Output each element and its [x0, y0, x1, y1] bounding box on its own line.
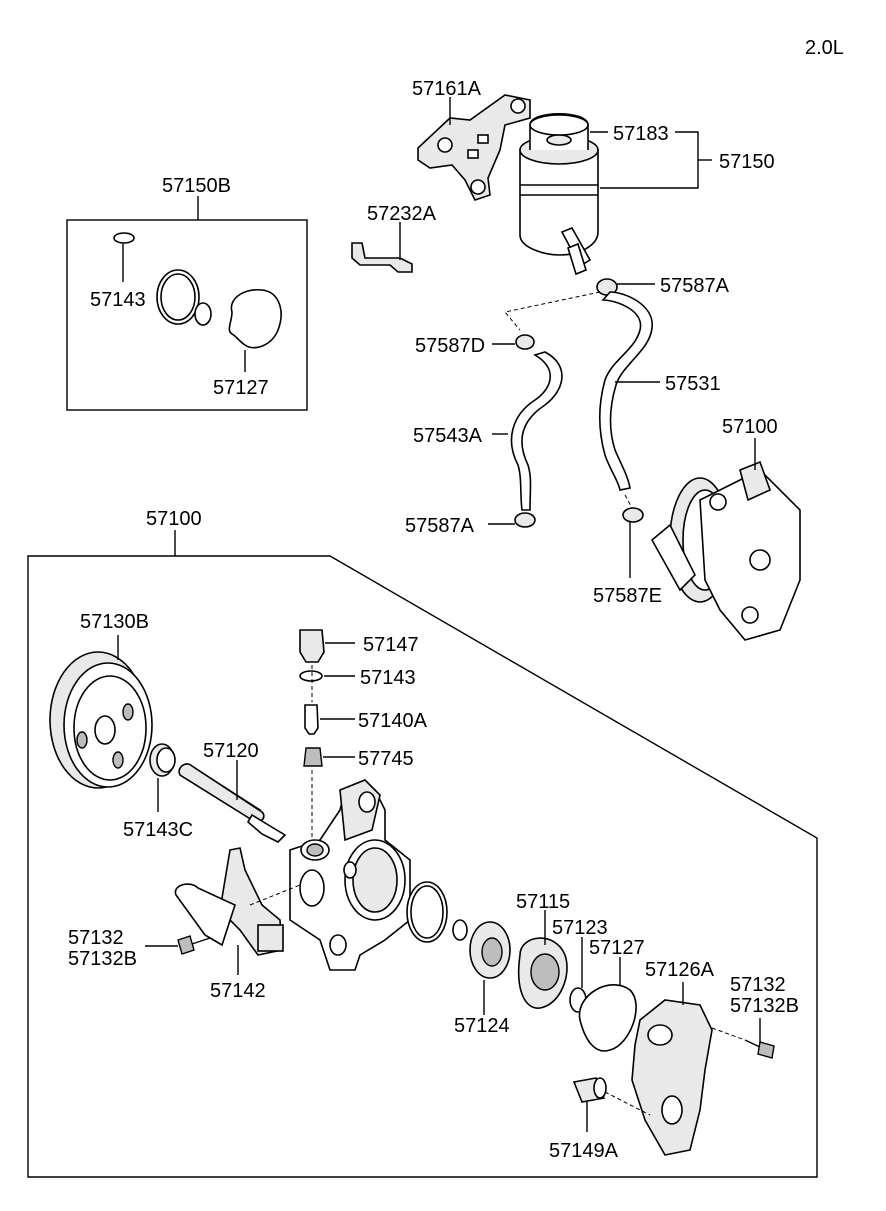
- pump-internals: [406, 881, 637, 1052]
- reservoir-tank: [519, 149, 599, 256]
- hose-assembly: [488, 278, 660, 578]
- label-57100-main: 57100: [146, 508, 202, 530]
- seal-kit-box: [66, 219, 308, 411]
- gasket: [228, 288, 282, 349]
- label-57147: 57147: [363, 634, 419, 656]
- valve-stack: [299, 629, 355, 840]
- bolt-right: [711, 1018, 775, 1059]
- o-ring-small-main: [452, 919, 468, 941]
- label-57232A: 57232A: [367, 203, 437, 225]
- label-57124: 57124: [454, 1015, 510, 1037]
- o-ring-medium: [194, 302, 212, 326]
- label-57150: 57150: [719, 151, 775, 173]
- pressure-hose: [599, 291, 653, 491]
- bushing-57149A: [572, 1077, 651, 1132]
- seal-57143C: [149, 743, 176, 812]
- label-57587D: 57587D: [415, 335, 485, 357]
- label-57143-main: 57143: [360, 667, 416, 689]
- inlet-bracket-57142: [174, 847, 301, 975]
- pump-assembly-small: [650, 438, 801, 641]
- pump-inlet-small: [650, 523, 696, 592]
- label-57745: 57745: [358, 748, 414, 770]
- label-57587E: 57587E: [593, 585, 662, 607]
- return-hose: [510, 351, 563, 511]
- pulley-57130B: [49, 635, 153, 789]
- label-57115: 57115: [516, 891, 570, 913]
- label-57130B: 57130B: [80, 611, 149, 633]
- pump-body-main: [289, 779, 411, 971]
- label-57132B-left: 57132B: [68, 948, 137, 970]
- label-57531: 57531: [665, 373, 721, 395]
- label-57140A: 57140A: [358, 710, 428, 732]
- clamp-57587D: [515, 334, 535, 350]
- reservoir-assembly: [417, 94, 712, 276]
- label-57123: 57123: [552, 917, 608, 939]
- bracket-57232A: [351, 222, 413, 273]
- label-57149A: 57149A: [549, 1140, 619, 1162]
- label-57143C: 57143C: [123, 819, 193, 841]
- label-57587A: 57587A: [660, 275, 730, 297]
- label-57127-main: 57127: [589, 937, 645, 959]
- pump-body-small: [699, 469, 801, 641]
- label-57161A: 57161A: [412, 78, 482, 100]
- label-57183: 57183: [613, 123, 669, 145]
- label-57126A: 57126A: [645, 959, 715, 981]
- label-57543A: 57543A: [413, 425, 483, 447]
- label-57127-kit: 57127: [213, 377, 269, 399]
- exploded-view-boundary: [27, 555, 818, 1178]
- hose-bracket: [351, 242, 413, 273]
- bolt-left: [145, 935, 211, 955]
- part-labels: 57161A 57183 57150 57150B 57232A 57143 5…: [68, 78, 799, 1162]
- clamp-57587E: [622, 507, 644, 523]
- label-57132-left: 57132: [68, 927, 124, 949]
- spring-57745: [303, 747, 323, 767]
- label-57120: 57120: [203, 740, 259, 762]
- reservoir-bracket: [417, 94, 531, 201]
- cover-57126A: [631, 982, 713, 1156]
- shaft-57120: [178, 760, 287, 843]
- label-57142: 57142: [210, 980, 266, 1002]
- clamp-57587A-lower: [514, 512, 536, 528]
- valve-57140A: [304, 704, 319, 735]
- label-57150B: 57150B: [162, 175, 231, 197]
- gasket-57127: [578, 984, 637, 1052]
- engine-label: 2.0L: [805, 37, 844, 59]
- inlet-pipe: [174, 883, 236, 947]
- label-57587A-lower: 57587A: [405, 515, 475, 537]
- label-57100-top: 57100: [722, 416, 778, 438]
- pump-cover: [631, 999, 713, 1156]
- o-ring-57143: [299, 670, 323, 682]
- o-ring-small: [113, 232, 135, 244]
- connector-57147: [299, 629, 325, 663]
- label-57143-kit: 57143: [90, 289, 146, 311]
- label-57132B-right: 57132B: [730, 995, 799, 1017]
- label-57132-right: 57132: [730, 974, 786, 996]
- seal-kit-57150B: [66, 196, 308, 411]
